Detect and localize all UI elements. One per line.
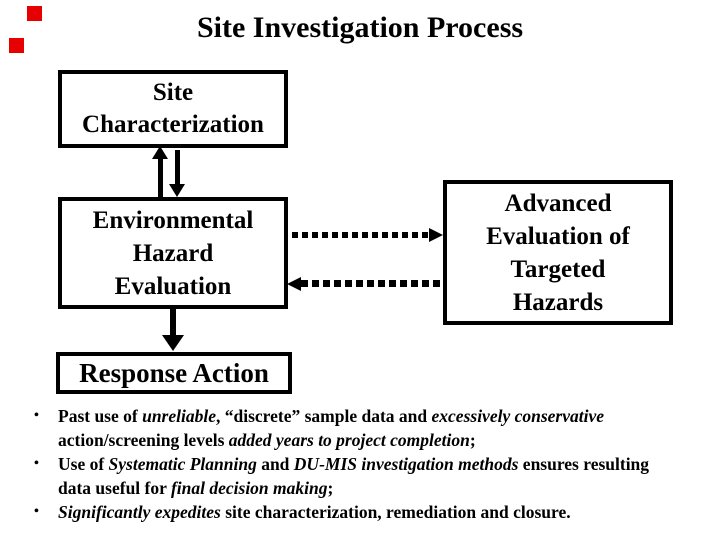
bullet-item: • Significantly expedites site characteri… — [34, 500, 686, 524]
big-down-arrow-icon — [162, 335, 184, 351]
box-line: Response Action — [79, 358, 269, 388]
dotted-arrow-left-head-icon — [287, 277, 301, 291]
down-arrow-icon — [169, 184, 185, 197]
box-line: Environmental — [92, 206, 254, 234]
dotted-arrow-right-head-icon — [429, 228, 443, 242]
box-environmental-hazard-evaluation: Environmental Hazard Evaluation — [58, 197, 288, 309]
box-line: Targeted — [510, 255, 606, 283]
box-line: Evaluation of — [486, 222, 630, 250]
bullet-text: Significantly expedites site characteriz… — [58, 502, 571, 522]
bullet-list: • Past use of unreliable, “discrete” samp… — [34, 404, 686, 524]
up-arrow-icon — [152, 146, 168, 159]
dotted-arrow-right-line — [292, 232, 429, 238]
bullet-item: • Use of Systematic Planning and DU-MIS i… — [34, 452, 686, 500]
bullet-text: Use of Systematic Planning and DU-MIS in… — [58, 454, 650, 498]
red-accent-square-1 — [27, 6, 42, 21]
dotted-arrow-left-line — [301, 280, 445, 287]
bullet-item: • Past use of unreliable, “discrete” samp… — [34, 404, 686, 452]
box-line: Advanced — [504, 189, 612, 217]
box-line: Hazards — [512, 288, 604, 316]
box-line: Evaluation — [114, 272, 232, 300]
slide-title: Site Investigation Process — [196, 11, 524, 44]
box-advanced-evaluation-of-targeted-hazards: Advanced Evaluation of Targeted Hazards — [443, 180, 673, 325]
bullet-dot-icon: • — [34, 408, 39, 423]
box-line: Hazard — [132, 239, 214, 267]
big-down-arrow-stem — [170, 308, 176, 336]
box-response-action: Response Action — [56, 352, 292, 394]
bullet-dot-icon: • — [34, 456, 39, 471]
down-arrow-stem — [175, 150, 180, 185]
red-accent-square-2 — [9, 38, 24, 53]
bullet-text: Past use of unreliable, “discrete” sampl… — [58, 406, 605, 450]
box-line: Site — [152, 79, 194, 106]
up-arrow-stem — [158, 158, 163, 198]
bullet-dot-icon: • — [34, 504, 39, 519]
box-line: Characterization — [82, 111, 264, 138]
box-site-characterization: Site Characterization — [58, 70, 288, 148]
